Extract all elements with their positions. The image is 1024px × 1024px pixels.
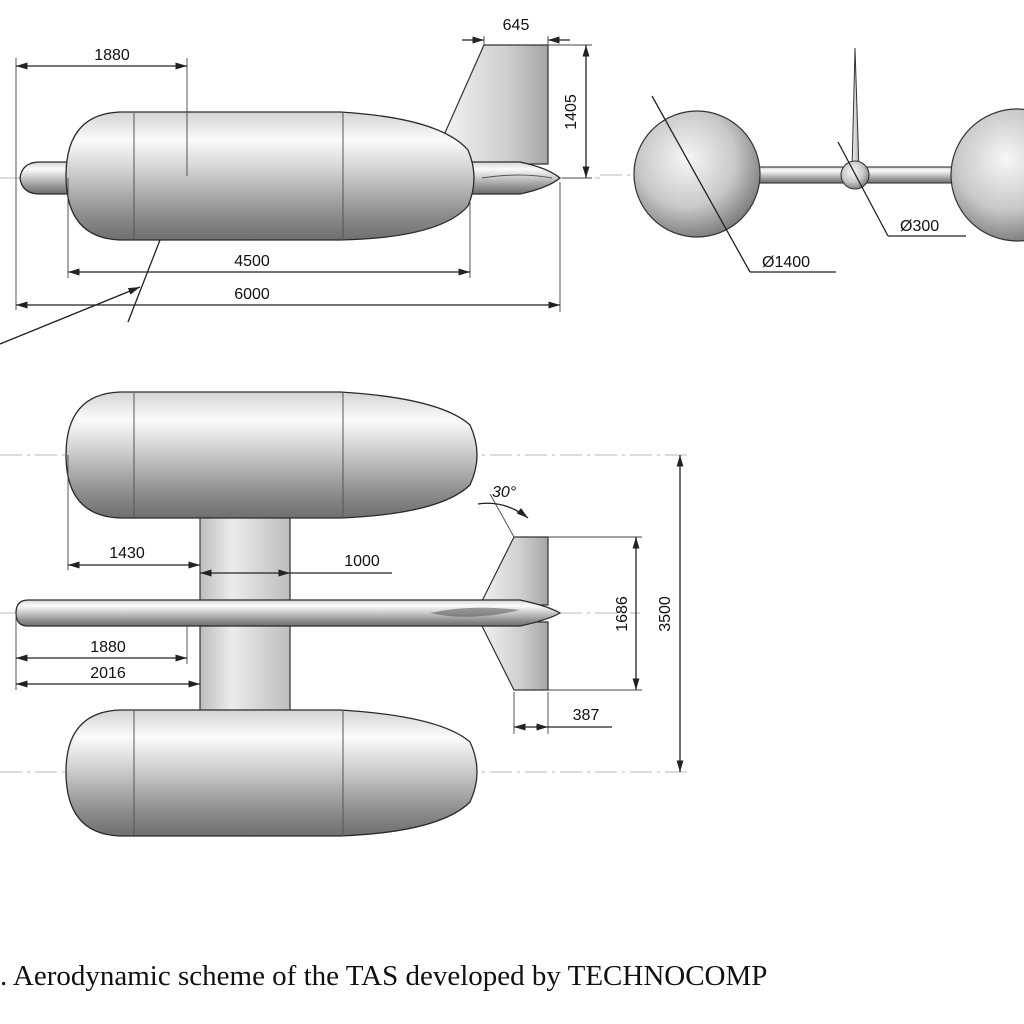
dim-nose-to-strut: 1880 xyxy=(94,47,130,64)
top-fuselage xyxy=(15,599,562,627)
front-dia-300-leader xyxy=(837,141,889,237)
front-float-right xyxy=(950,108,1024,242)
dim-fuselage-to-strut-rear: 2016 xyxy=(90,665,126,682)
top-angle-arc xyxy=(477,502,529,519)
dim-sweep-angle: 30° xyxy=(492,484,517,501)
top-float-lower xyxy=(65,709,478,837)
dim-fin-height: 1405 xyxy=(563,94,580,130)
dim-tail-span: 1686 xyxy=(614,596,631,632)
dim-fuselage-to-strut: 1880 xyxy=(90,639,126,656)
top-fuselage-shadow xyxy=(430,607,520,617)
dim-float-length: 4500 xyxy=(234,253,270,270)
dim-total-length: 6000 xyxy=(234,286,270,303)
dim-tail-root: 387 xyxy=(573,707,600,724)
front-float-left xyxy=(633,110,761,238)
top-view: 30° 1430 1000 1880 2016 1686 3500 387 xyxy=(0,391,690,837)
side-fuselage-tail xyxy=(469,161,562,195)
top-float-upper xyxy=(65,391,478,519)
top-tail-fin-upper xyxy=(479,536,549,606)
side-float-body xyxy=(65,111,475,241)
side-leader-arrow xyxy=(0,286,141,345)
dim-float-spacing: 3500 xyxy=(657,596,674,632)
figure-caption: . Aerodynamic scheme of the TAS develope… xyxy=(0,960,768,992)
dim-float-diameter: Ø1400 xyxy=(762,254,810,271)
dim-hub-diameter: Ø300 xyxy=(900,218,939,235)
side-tail-seam xyxy=(481,174,553,179)
front-vertical-fin xyxy=(851,47,860,171)
top-angle-ext-line xyxy=(489,493,515,538)
front-view: Ø1400 Ø300 xyxy=(600,47,1024,273)
dim-nose-offset: 1430 xyxy=(109,545,145,562)
dim-fin-chord: 645 xyxy=(503,17,530,34)
dim-strut-width: 1000 xyxy=(344,553,380,570)
side-strut-line xyxy=(127,239,161,323)
side-view: 1880 645 1405 4500 6000 xyxy=(0,17,600,345)
front-dia-1400-leader xyxy=(651,95,751,273)
top-tail-fin-lower xyxy=(479,621,549,691)
